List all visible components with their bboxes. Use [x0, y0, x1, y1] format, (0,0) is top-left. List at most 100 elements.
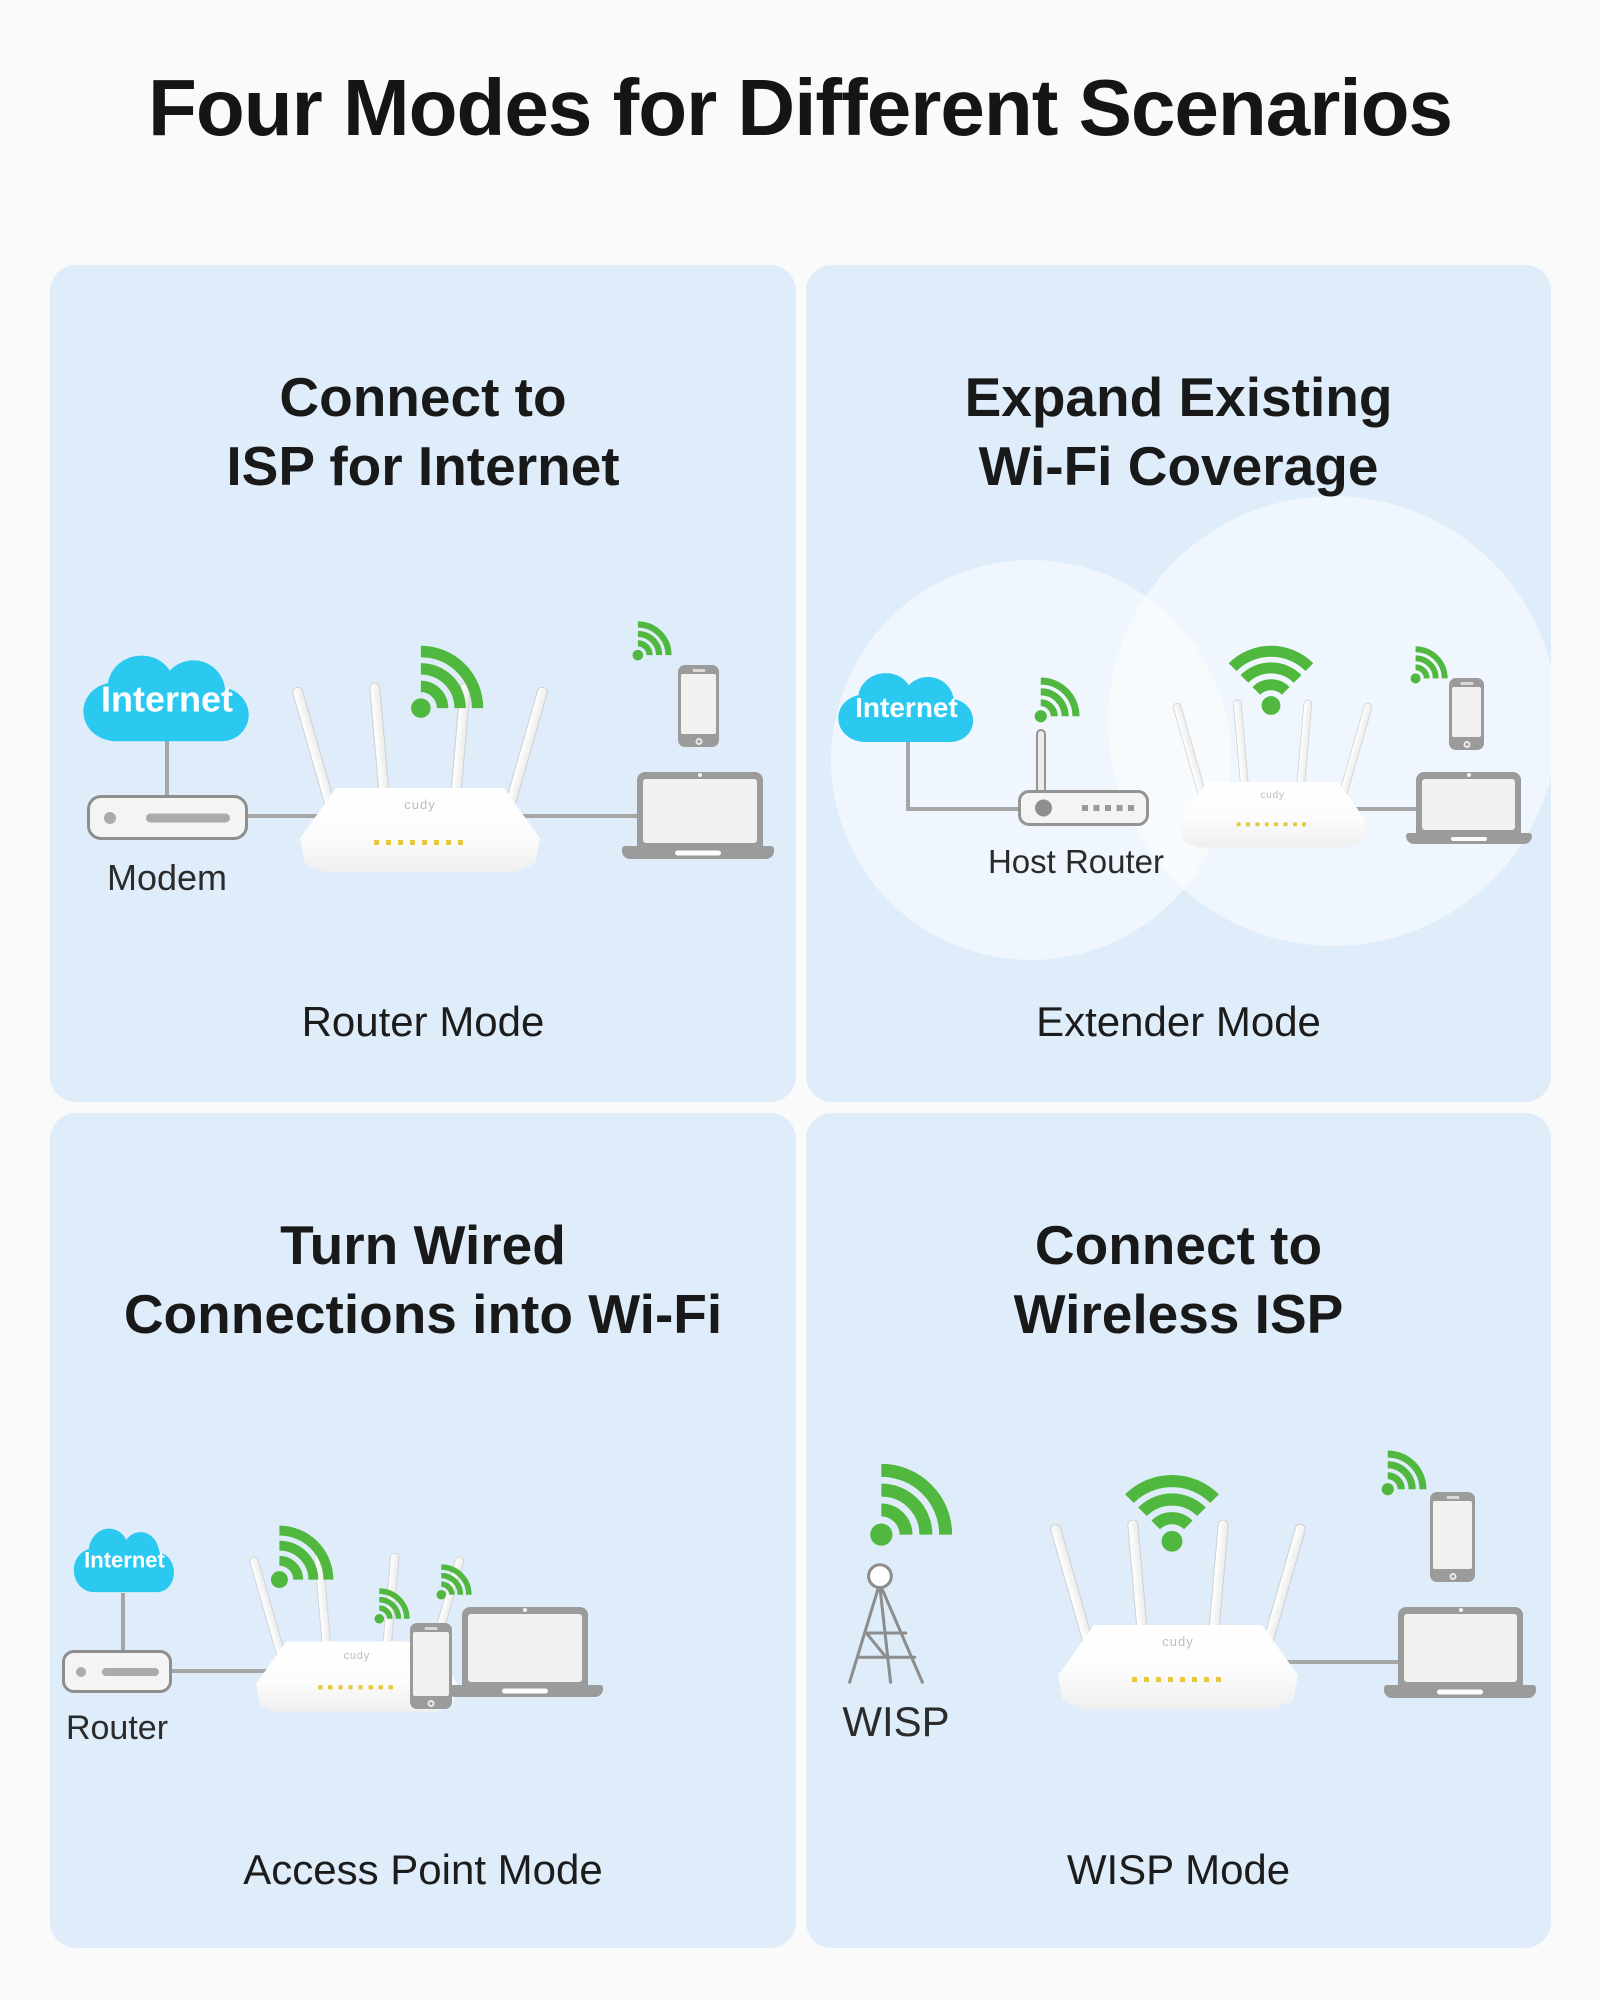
panel-wisp-mode: Connect to Wireless ISP WISP cudy — [806, 1113, 1551, 1948]
router-logo: cudy — [1260, 788, 1285, 801]
connection-line — [1276, 1660, 1406, 1664]
wifi-signal-icon — [1225, 644, 1317, 717]
router-front-bar — [102, 1667, 159, 1676]
laptop-display — [468, 1614, 582, 1682]
wireless-router: cudy — [290, 660, 550, 872]
phone-screen — [1452, 687, 1481, 737]
wireless-extender: cudy — [1171, 682, 1374, 848]
host-router-led-row — [1082, 805, 1134, 811]
laptop-camera — [523, 1608, 527, 1612]
laptop-screen — [462, 1607, 588, 1687]
wifi-signal-icon — [1034, 677, 1080, 723]
router-body — [1058, 1625, 1298, 1709]
router-led-row — [1237, 822, 1312, 827]
connection-line — [906, 807, 1022, 811]
router-antenna — [1261, 1522, 1308, 1649]
host-router-label: Host Router — [987, 843, 1165, 880]
laptop — [622, 772, 774, 861]
router-antenna — [290, 685, 337, 812]
mode-label: Access Point Mode — [243, 1846, 603, 1893]
router-logo: cudy — [1162, 1634, 1194, 1649]
laptop-camera — [698, 773, 702, 777]
smartphone — [678, 665, 719, 747]
wisp-label: WISP — [842, 1698, 950, 1745]
phone-speaker — [1460, 682, 1473, 685]
heading-line: Wi-Fi Coverage — [978, 435, 1379, 497]
panel-heading: Connect to Wireless ISP — [806, 1211, 1551, 1349]
router-antenna — [503, 685, 550, 812]
router-body — [1179, 781, 1367, 848]
wifi-signal-icon — [1381, 1450, 1427, 1496]
router-logo: cudy — [343, 1649, 371, 1662]
smartphone — [410, 1623, 452, 1709]
phone-home-button — [427, 1700, 435, 1707]
router-body — [300, 788, 540, 872]
phone-screen — [1433, 1501, 1472, 1569]
wifi-signal-icon — [1410, 646, 1448, 684]
internet-cloud: Internet — [72, 648, 262, 745]
panel-access-point-mode: Turn Wired Connections into Wi-Fi Intern… — [50, 1113, 796, 1948]
laptop-notch — [675, 850, 721, 855]
wifi-signal-icon — [270, 1525, 334, 1589]
laptop-screen — [637, 772, 763, 848]
internet-cloud: Internet — [67, 1523, 182, 1595]
connection-line — [165, 741, 169, 797]
router-led-row — [1132, 1677, 1229, 1682]
laptop-notch — [1437, 1689, 1483, 1694]
host-router-antenna — [1036, 729, 1046, 795]
connection-line — [1346, 807, 1421, 811]
router-status-light — [76, 1666, 86, 1677]
heading-line: Connect to — [279, 366, 567, 428]
host-router-device — [1018, 729, 1149, 827]
phone-speaker — [424, 1627, 438, 1630]
phone-screen — [681, 674, 716, 734]
laptop-base — [447, 1685, 603, 1697]
wifi-signal-icon — [436, 1564, 472, 1600]
laptop — [447, 1607, 603, 1699]
cloud-label: Internet — [855, 691, 958, 723]
laptop-screen — [1398, 1607, 1523, 1687]
phone-home-button — [1463, 741, 1470, 748]
wired-router-label: Router — [65, 1709, 169, 1747]
laptop-camera — [1458, 1608, 1463, 1612]
wifi-signal-icon — [374, 1588, 410, 1624]
laptop-screen — [1416, 772, 1521, 835]
connection-line — [121, 1593, 125, 1653]
laptop-base — [622, 846, 774, 859]
router-led-row — [374, 840, 471, 845]
heading-line: ISP for Internet — [226, 435, 620, 497]
cloud-label: Internet — [84, 1547, 165, 1573]
mode-label: WISP Mode — [1066, 1846, 1291, 1893]
wifi-signal-icon — [869, 1463, 953, 1547]
panel-heading: Turn Wired Connections into Wi-Fi — [50, 1211, 796, 1349]
laptop — [1406, 772, 1532, 846]
laptop-display — [1422, 779, 1515, 830]
laptop-display — [1404, 1614, 1517, 1682]
panel-router-mode: Connect to ISP for Internet Internet Mod… — [50, 265, 796, 1102]
internet-cloud: Internet — [829, 667, 984, 745]
mode-label: Router Mode — [301, 998, 545, 1045]
laptop-camera — [1466, 773, 1471, 777]
host-router-knob — [1035, 799, 1052, 817]
heading-line: Connections into Wi-Fi — [123, 1283, 723, 1345]
cloud-label: Internet — [100, 678, 233, 720]
wired-router-device — [62, 1650, 172, 1693]
wifi-signal-icon — [410, 645, 484, 719]
laptop-notch — [1451, 836, 1487, 841]
smartphone — [1430, 1492, 1475, 1582]
phone-home-button — [695, 738, 702, 745]
heading-line: Expand Existing — [964, 366, 1393, 428]
panel-heading: Expand Existing Wi-Fi Coverage — [806, 363, 1551, 501]
host-router-body — [1018, 790, 1149, 826]
laptop-base — [1406, 833, 1532, 844]
laptop — [1384, 1607, 1536, 1700]
router-led-row — [318, 1685, 400, 1690]
wireless-router: cudy — [1048, 1497, 1308, 1709]
heading-line: Wireless ISP — [1013, 1283, 1344, 1345]
modem-device — [87, 795, 248, 840]
laptop-notch — [502, 1688, 548, 1694]
modem-front-bar — [145, 813, 230, 822]
connection-line — [906, 741, 910, 811]
wisp-tower-icon — [848, 1563, 924, 1684]
